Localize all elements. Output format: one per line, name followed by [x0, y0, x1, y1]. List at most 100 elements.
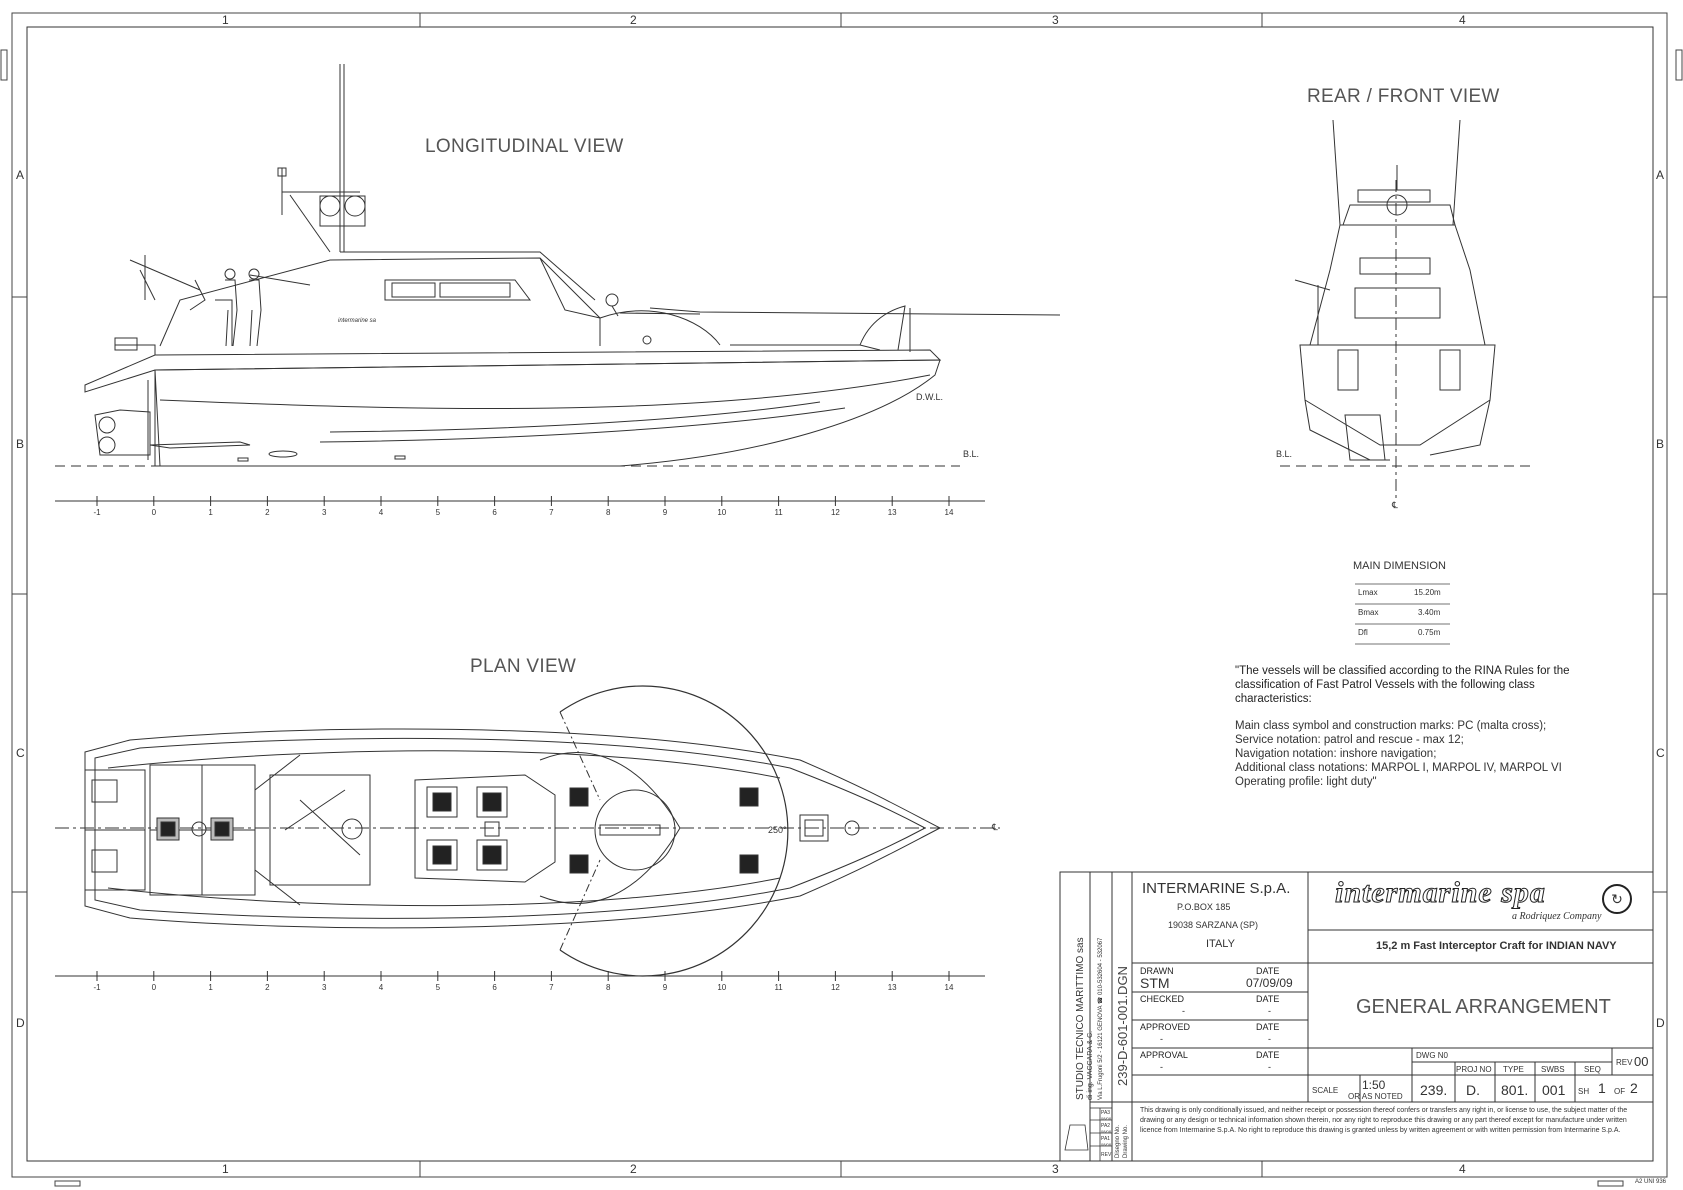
classification-note-intro: "The vessels will be classified accordin… — [1235, 665, 1570, 705]
frame-tick-label: 0 — [151, 983, 157, 992]
logo-subtitle: a Rodriquez Company — [1512, 911, 1602, 922]
dimension-label: Lmax — [1358, 588, 1378, 597]
frame-tick-label: 14 — [944, 508, 954, 517]
grid-col-4-bottom: 4 — [1459, 1162, 1466, 1176]
frame-tick-label: 6 — [492, 983, 497, 992]
checked-label: CHECKED — [1140, 994, 1185, 1004]
dimension-label: Bmax — [1358, 608, 1379, 617]
approved-label: APPROVED — [1140, 1022, 1191, 1032]
bl-label-longitudinal: B.L. — [963, 449, 980, 459]
grid-col-3-top: 3 — [1052, 13, 1059, 27]
approval-label: APPROVAL — [1140, 1050, 1188, 1060]
frame-tick-label: -1 — [93, 508, 101, 517]
company-address-2: 19038 SARZANA (SP) — [1168, 920, 1259, 930]
approval-date: - — [1268, 1062, 1271, 1072]
longitudinal-view-drawing — [55, 64, 1061, 502]
side-date: 08/08 — [1101, 1142, 1112, 1147]
revision-boxes — [1064, 1107, 1113, 1162]
centerline-symbol-plan: ℄ — [992, 822, 998, 832]
classification-note-line: Main class symbol and construction marks… — [1235, 720, 1547, 732]
rear-front-view-drawing — [1280, 119, 1530, 500]
grid-col-3-bottom: 3 — [1052, 1162, 1059, 1176]
side-date: 08/08 — [1101, 1129, 1112, 1134]
intermarine-logo: intermarine spa — [1335, 876, 1546, 910]
project-title: 15,2 m Fast Interceptor Craft for INDIAN… — [1376, 940, 1617, 952]
frame-tick-label: 11 — [774, 983, 783, 992]
frame-tick-label: -1 — [93, 983, 101, 992]
outer-border — [11, 12, 1668, 1178]
frame-tick-label: 9 — [662, 983, 668, 992]
main-dimension-table-lines — [1355, 583, 1450, 645]
frame-tick-label: 12 — [830, 983, 840, 992]
drawn-date-label: DATE — [1256, 966, 1280, 976]
seq-label: SEQ — [1584, 1065, 1601, 1074]
plan-view-drawing — [55, 685, 1000, 977]
classification-note-line: Operating profile: light duty" — [1235, 776, 1377, 788]
grid-col-2-bottom: 2 — [630, 1162, 637, 1176]
dimension-value: 3.40m — [1418, 608, 1441, 617]
scale-value: 1:50 — [1362, 1078, 1386, 1092]
grid-row-c-right: C — [1656, 746, 1665, 760]
frame-tick-label: 6 — [492, 508, 497, 517]
dwl-label: D.W.L. — [916, 392, 944, 402]
side-code: PA2 — [1101, 1123, 1111, 1129]
rev-label: REV — [1616, 1058, 1633, 1067]
approved-value: - — [1160, 1034, 1163, 1044]
grid-col-1-top: 1 — [222, 13, 229, 27]
classification-note-line: Service notation: patrol and rescue - ma… — [1235, 734, 1464, 746]
type-label: TYPE — [1503, 1065, 1524, 1074]
swbs-label: SWBS — [1541, 1065, 1565, 1074]
proj-value: D. — [1466, 1082, 1480, 1098]
frame-tick-label: 4 — [378, 983, 384, 992]
grid-col-4-top: 4 — [1459, 13, 1466, 27]
logo-emblem-icon: ↻ — [1602, 884, 1632, 914]
frame-tick-label: 1 — [208, 983, 213, 992]
classification-note-line: Additional class notations: MARPOL I, MA… — [1235, 762, 1562, 774]
frame-tick-label: 9 — [662, 508, 668, 517]
dwg-no-label: DWG N0 — [1416, 1051, 1448, 1060]
plan-view-title: PLAN VIEW — [470, 656, 577, 677]
disegno-label: Disegno No. — [1115, 1124, 1121, 1158]
approval-value: - — [1160, 1062, 1163, 1072]
frame-tick-label: 14 — [944, 983, 954, 992]
studio-name: STUDIO TECNICO MARITTIMO sas — [1075, 937, 1086, 1100]
drawn-date: 07/09/09 — [1246, 976, 1293, 990]
sheet-label: SH — [1578, 1087, 1590, 1096]
frame-tick-label: 5 — [435, 983, 441, 992]
checked-value: - — [1182, 1006, 1185, 1016]
grid-row-d-right: D — [1656, 1016, 1665, 1030]
of-label: OF — [1614, 1087, 1626, 1096]
grid-row-b-right: B — [1656, 437, 1665, 451]
classification-note-line: Navigation notation: inshore navigation; — [1235, 748, 1437, 760]
dimension-value: 0.75m — [1418, 628, 1441, 637]
dwg-value: 239. — [1420, 1082, 1448, 1098]
frame-tick-label: 12 — [830, 508, 840, 517]
rear-front-view-title: REAR / FRONT VIEW — [1307, 86, 1500, 107]
company-address-3: ITALY — [1206, 938, 1235, 950]
hull-brand-mark: intermarine sa — [338, 318, 377, 324]
grid-row-d-left: D — [16, 1016, 25, 1030]
gun-arc-angle: 250° — [768, 825, 787, 835]
centerline-symbol-rear: ℄ — [1392, 500, 1398, 510]
sheet-value: 1 — [1598, 1080, 1606, 1096]
dimension-value: 15.20m — [1414, 588, 1441, 597]
of-value: 2 — [1630, 1080, 1638, 1096]
drawing-label: Drawing No. — [1123, 1124, 1129, 1158]
frame-tick-label: 4 — [378, 508, 384, 517]
side-rev-label: REV — [1101, 1152, 1112, 1158]
longitudinal-view-title: LONGITUDINAL VIEW — [425, 136, 624, 157]
frame-tick-label: 7 — [549, 508, 554, 517]
drawing-title: GENERAL ARRANGEMENT — [1356, 996, 1611, 1018]
legal-disclaimer: This drawing is only conditionally issue… — [1140, 1107, 1628, 1134]
approval-date-label: DATE — [1256, 1050, 1280, 1060]
frame-tick-label: 3 — [321, 983, 327, 992]
side-code: PA3 — [1101, 1110, 1111, 1116]
company-address-1: P.O.BOX 185 — [1177, 902, 1231, 912]
frame-tick-label: 13 — [887, 508, 897, 517]
checked-date: - — [1268, 1006, 1271, 1016]
studio-address: Via L.Frugoni 5/2 - 16121 GENOVA ☎ 010-5… — [1098, 937, 1104, 1100]
studio-line2: di ing. VACCARA & C. — [1087, 1030, 1094, 1100]
company-name: INTERMARINE S.p.A. — [1142, 880, 1291, 897]
approved-date-label: DATE — [1256, 1022, 1280, 1032]
scale-note: OR AS NOTED — [1348, 1092, 1403, 1101]
